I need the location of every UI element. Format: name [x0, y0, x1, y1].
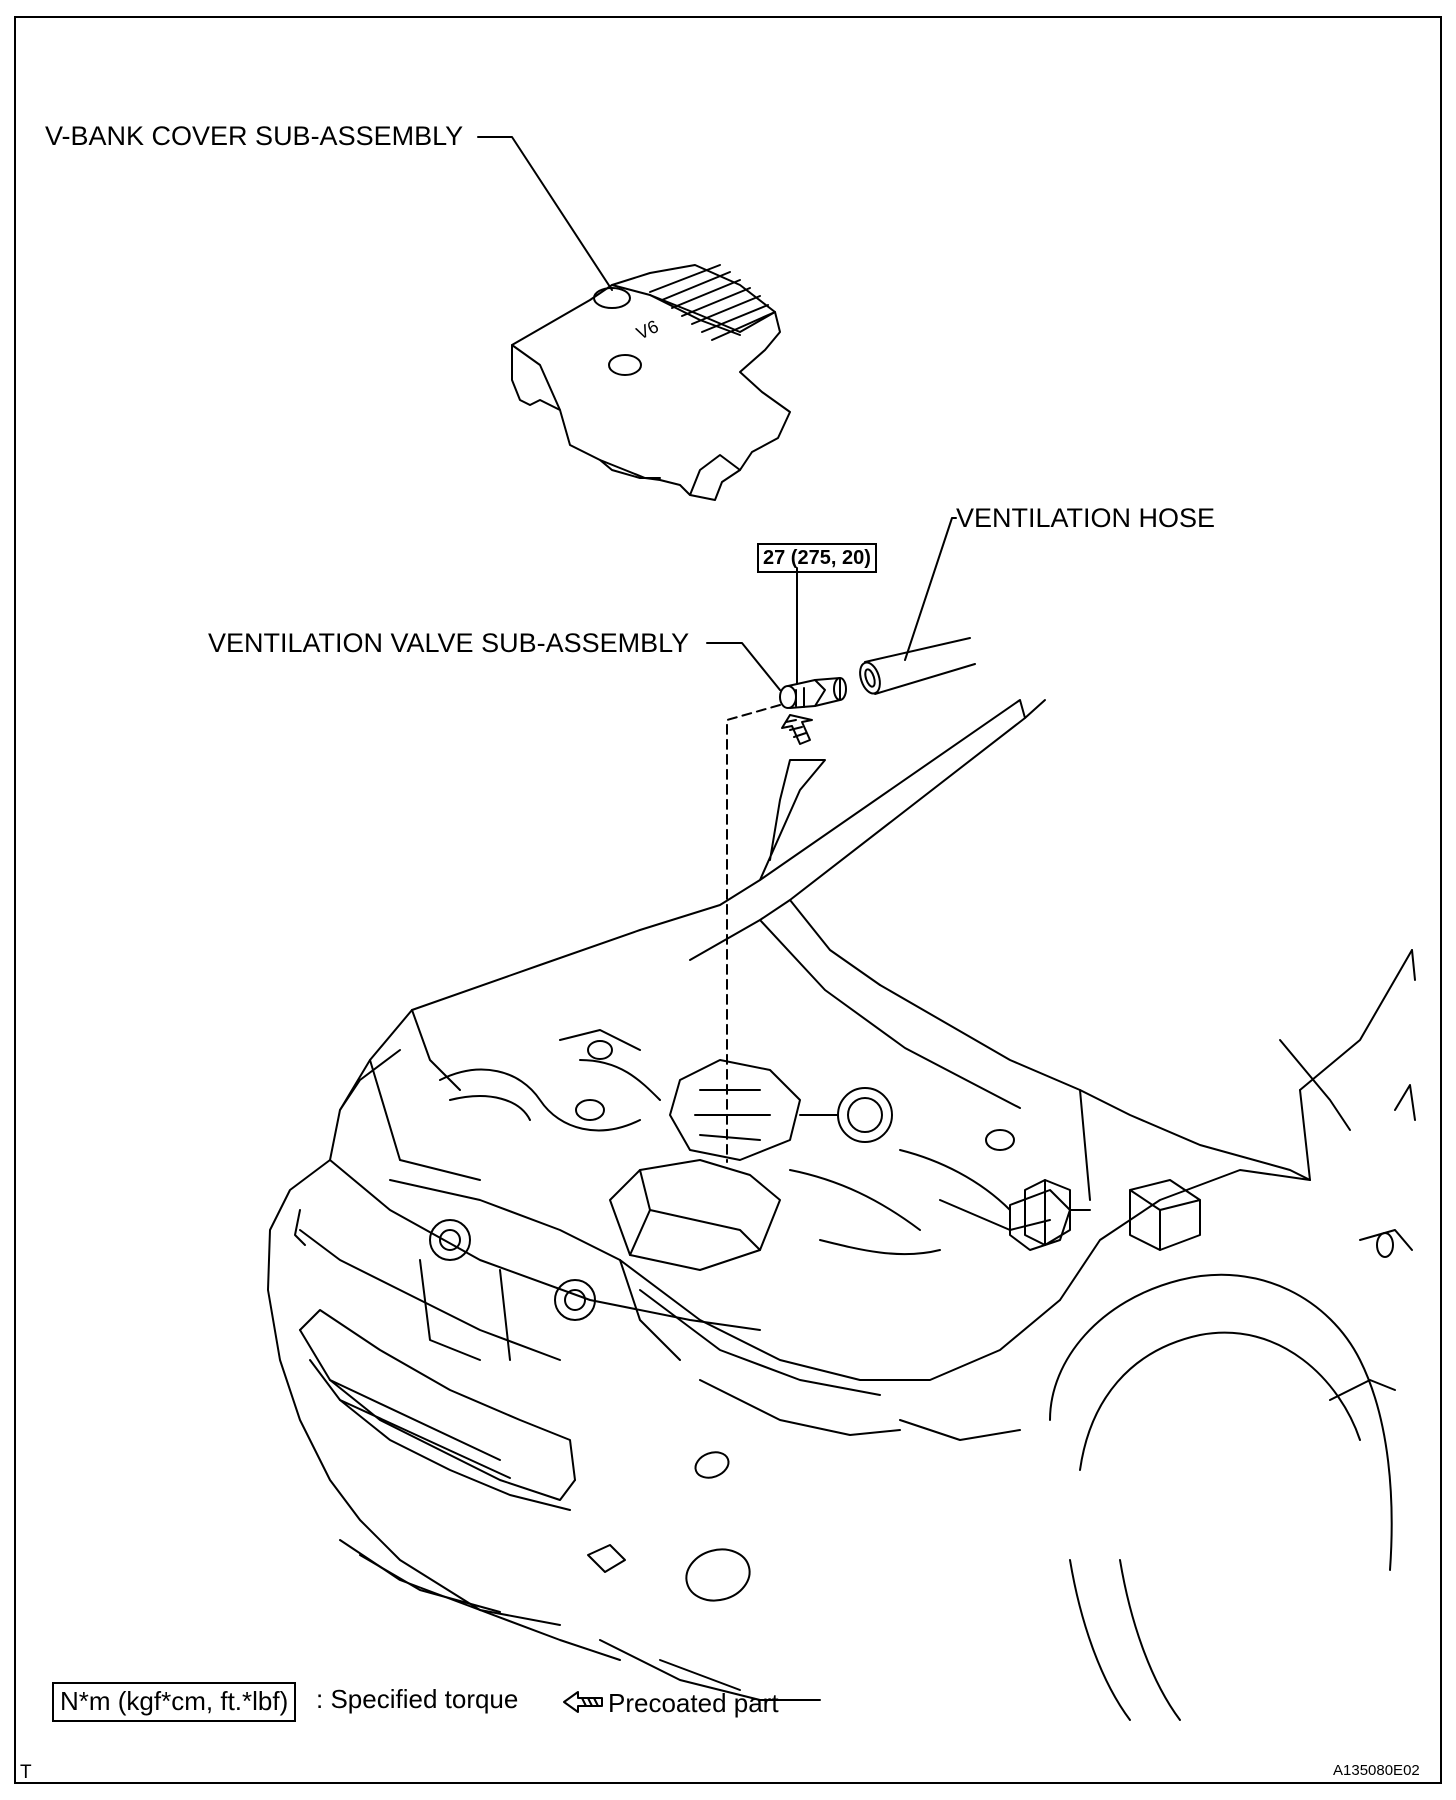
v-bank-leader [477, 136, 613, 291]
vehicle-hood-drawing [411, 699, 1046, 1109]
ventilation-hose-drawing [859, 637, 976, 695]
hose-leader [904, 517, 957, 661]
ventilation-valve-label: VENTILATION VALVE SUB-ASSEMBLY [208, 628, 690, 658]
v-bank-cover-label: V-BANK COVER SUB-ASSEMBLY [45, 121, 464, 151]
ventilation-valve-drawing [779, 677, 847, 709]
torque-spec-box: 27 (275, 20) [757, 543, 877, 573]
vehicle-fender-drawing [599, 1169, 1413, 1721]
v-bank-cover-drawing [511, 264, 791, 501]
legend-torque-unit-box: N*m (kgf*cm, ft.*lbf) [52, 1682, 297, 1722]
vehicle-windshield-drawing [1279, 949, 1416, 1181]
cover-emblem-text: V6 [633, 316, 661, 343]
legend-precoated-description: Precoated part [608, 1688, 779, 1718]
ventilation-hose-label: VENTILATION HOSE [956, 503, 1216, 533]
legend-precoated-arrow-icon [563, 1691, 603, 1713]
engine-bay-drawing [329, 984, 1311, 1361]
diagram-frame [14, 16, 1442, 1784]
valve-leader [706, 642, 781, 691]
figure-code: A135080E02 [1333, 1762, 1420, 1779]
vehicle-headlamp-drawing [619, 1259, 1061, 1479]
corner-mark-t: T [20, 1762, 32, 1783]
vehicle-bumper-drawing [267, 1159, 751, 1661]
install-dashed-line [726, 704, 781, 1163]
legend-torque-description: : Specified torque [316, 1684, 519, 1714]
precoated-arrow-on-valve [781, 714, 813, 745]
